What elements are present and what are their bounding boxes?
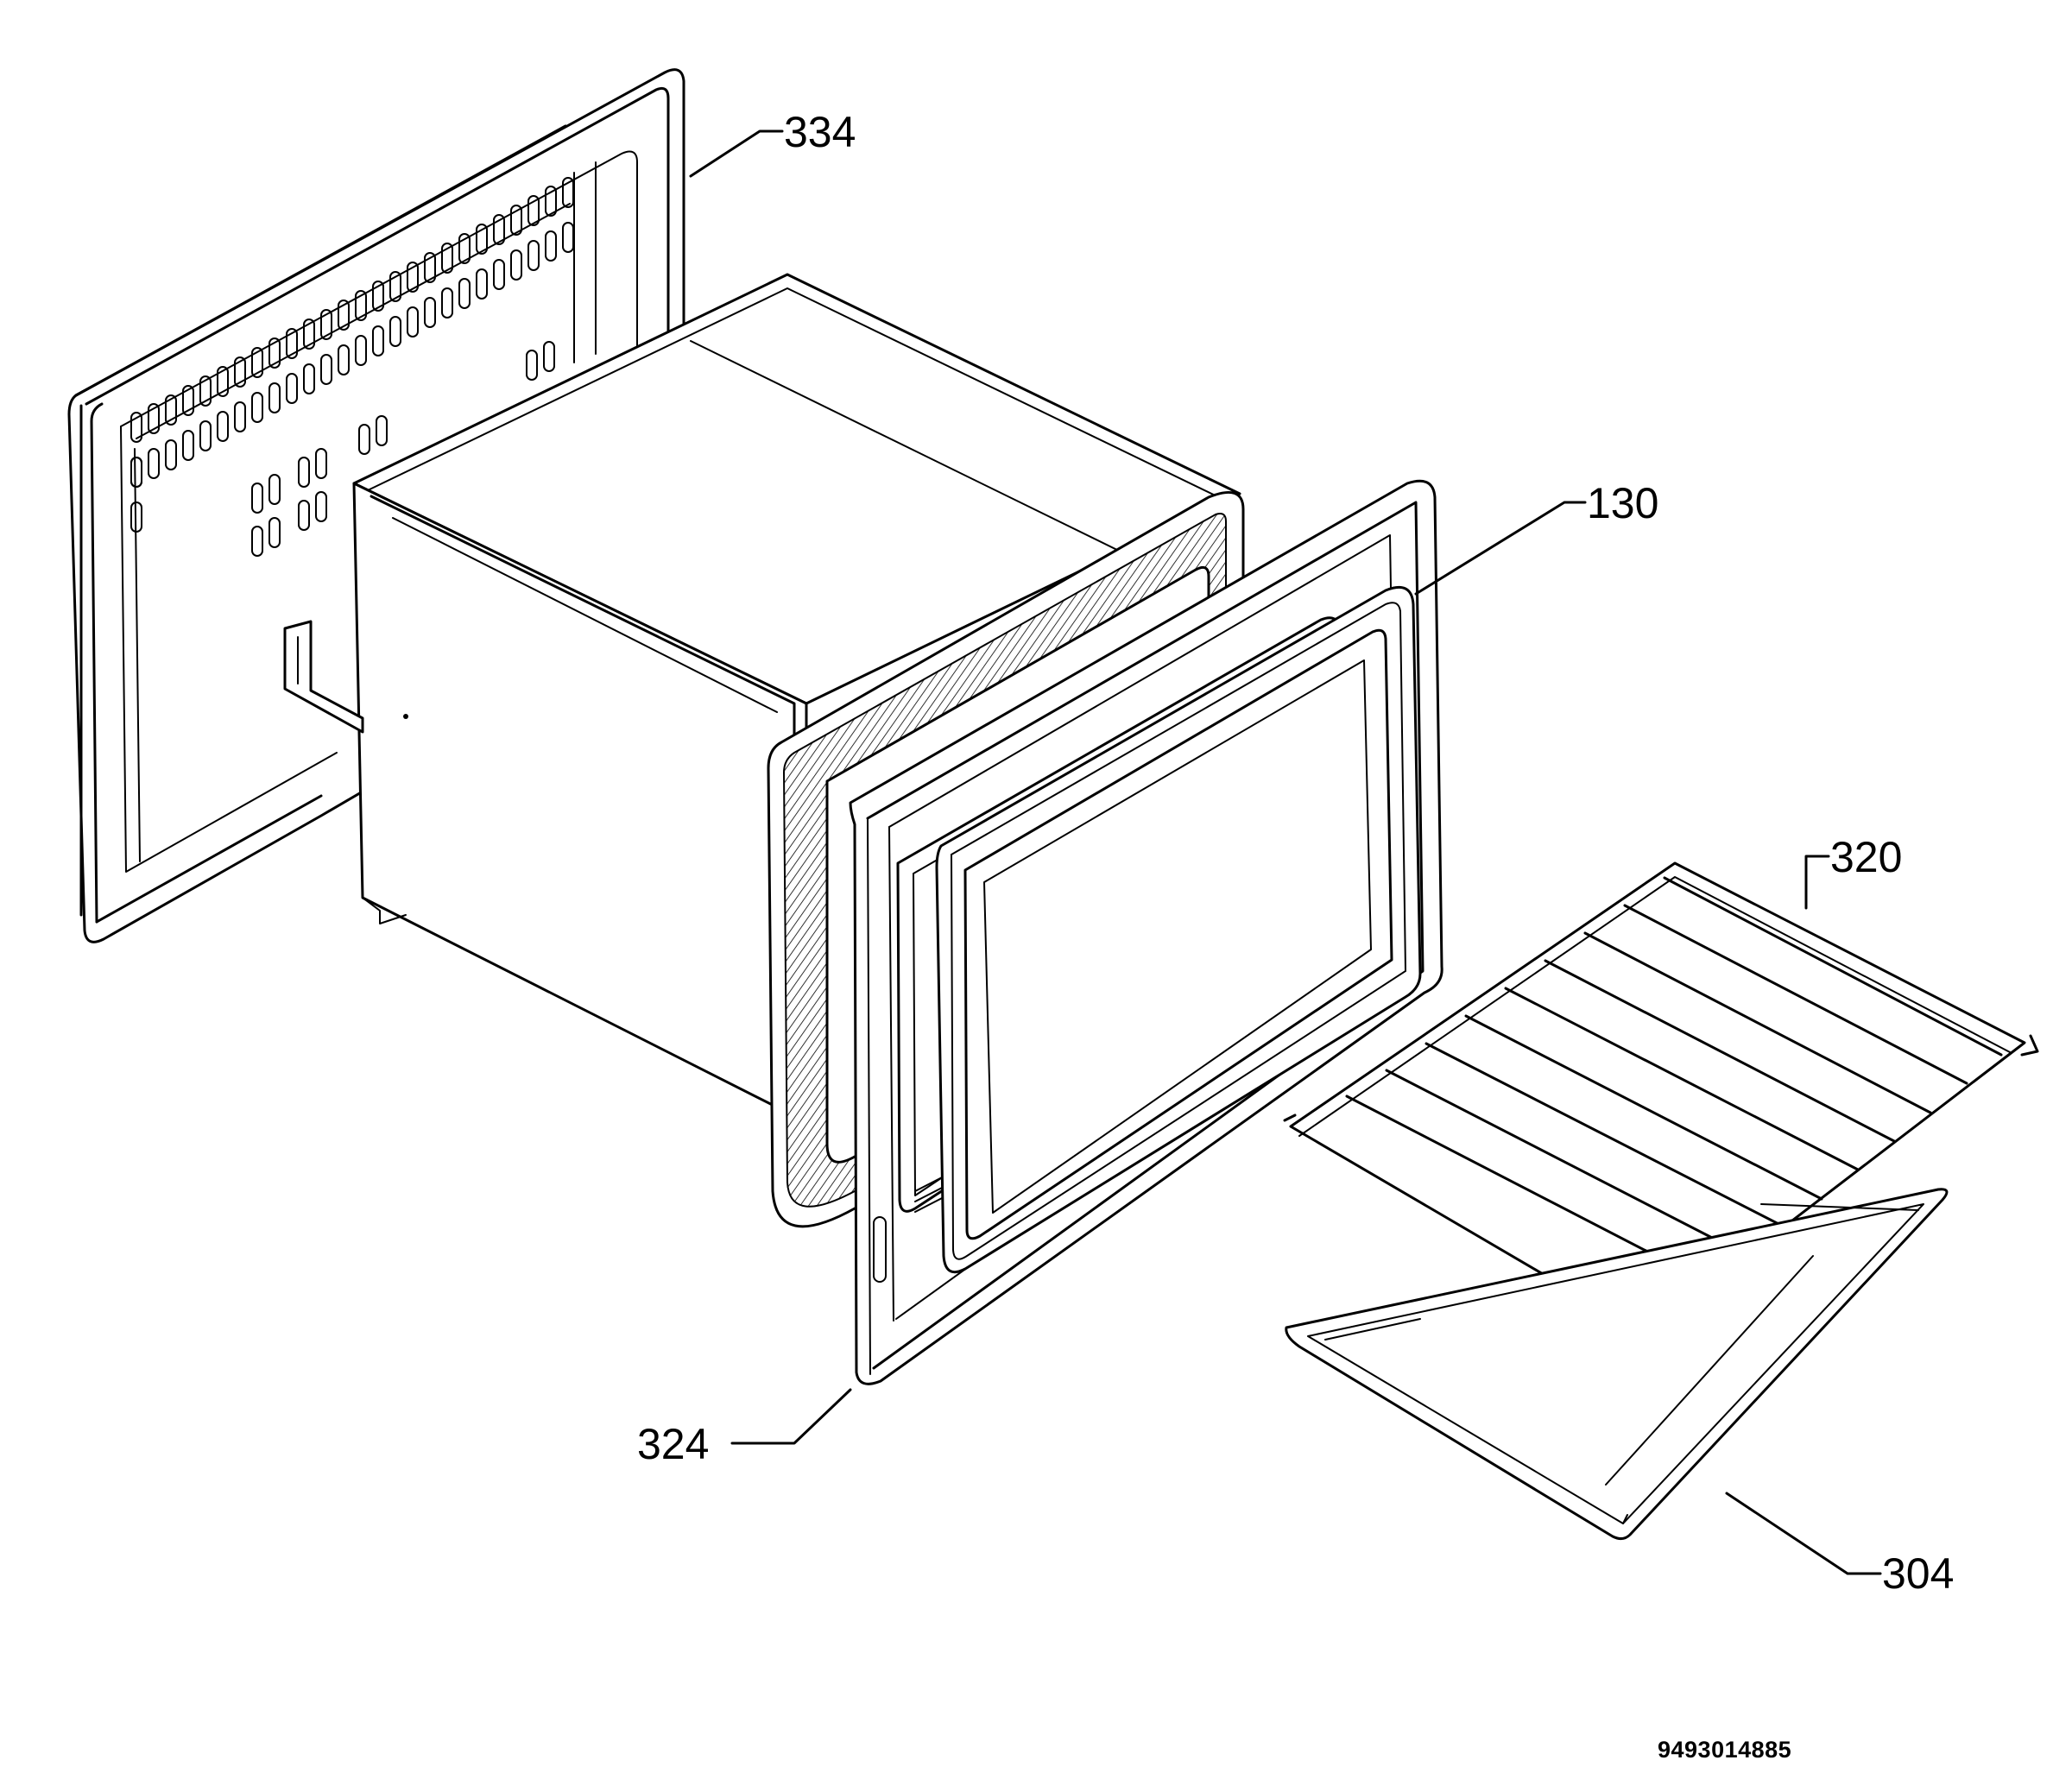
callout-304: 304: [1882, 1549, 1955, 1598]
callout-320: 320: [1830, 833, 1903, 881]
door-gasket: [935, 586, 1422, 1274]
wire-shelf: [1283, 861, 2039, 1348]
callout-334: 334: [784, 108, 856, 156]
vent-slots: [130, 177, 574, 557]
callout-324: 324: [637, 1420, 710, 1468]
callout-130: 130: [1587, 479, 1659, 527]
leader-lines: [689, 129, 1882, 1575]
baking-tray: [1285, 1188, 1949, 1541]
document-number: 9493014885: [1658, 1737, 1792, 1763]
